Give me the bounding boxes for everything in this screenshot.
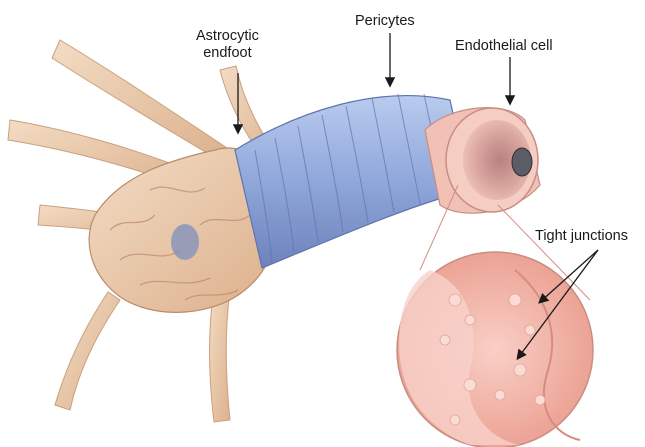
- label-pericytes: Pericytes: [355, 13, 415, 30]
- label-endothelial-cell: Endothelial cell: [455, 38, 553, 55]
- label-astrocytic-line1: Astrocytic: [196, 28, 259, 45]
- label-astrocytic-line2: endfoot: [196, 45, 259, 62]
- endothelial-tube: [425, 108, 540, 214]
- label-astrocytic-endfoot: Astrocytic endfoot: [196, 28, 259, 62]
- label-tight-junctions: Tight junctions: [535, 228, 628, 245]
